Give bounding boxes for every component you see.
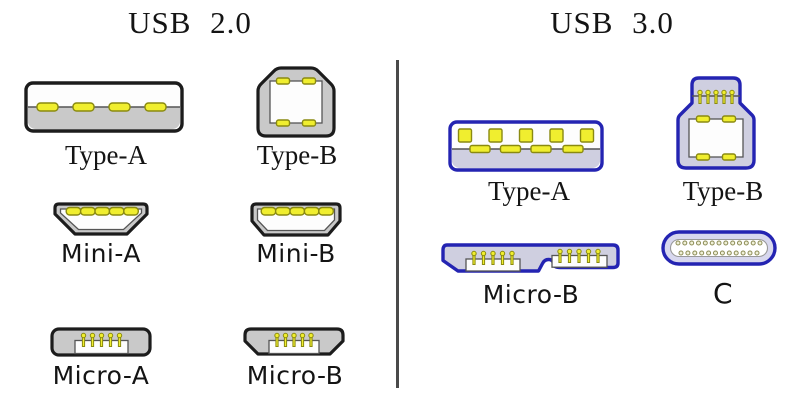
usb2-title: USB 2.0	[128, 5, 252, 40]
usb3-type-b-connector-icon	[676, 76, 756, 170]
usb3-type-c-connector-icon	[661, 230, 777, 266]
usb2-micro-b-connector-icon	[243, 327, 345, 356]
usb3-micro-b-label: Micro-B	[482, 280, 580, 309]
usb2-type-a-label: Type-A	[64, 140, 148, 170]
usb2-type-b-connector-icon	[256, 66, 336, 138]
usb3-type-b-label: Type-B	[682, 176, 764, 206]
usb-c-pin-scallops	[675, 240, 763, 256]
usb3-micro-b-connector-icon	[441, 243, 620, 273]
usb2-micro-b-label: Micro-B	[246, 361, 344, 390]
section-divider-line	[396, 60, 399, 388]
usb2-mini-a-label: Mini-A	[61, 239, 141, 268]
usb2-micro-a-connector-icon	[50, 327, 152, 357]
usb3-type-a-connector-icon	[448, 120, 604, 172]
usb2-micro-a-label: Micro-A	[52, 361, 150, 390]
usb3-type-c-label: C	[712, 277, 734, 310]
usb2-mini-b-label: Mini-B	[256, 239, 336, 268]
usb2-mini-a-connector-icon	[53, 202, 149, 236]
usb2-type-b-label: Type-B	[256, 140, 338, 170]
usb2-mini-b-connector-icon	[250, 202, 342, 237]
usb3-title: USB 3.0	[550, 5, 674, 40]
usb3-type-a-label: Type-A	[487, 176, 571, 206]
usb2-type-a-connector-icon	[24, 81, 184, 133]
